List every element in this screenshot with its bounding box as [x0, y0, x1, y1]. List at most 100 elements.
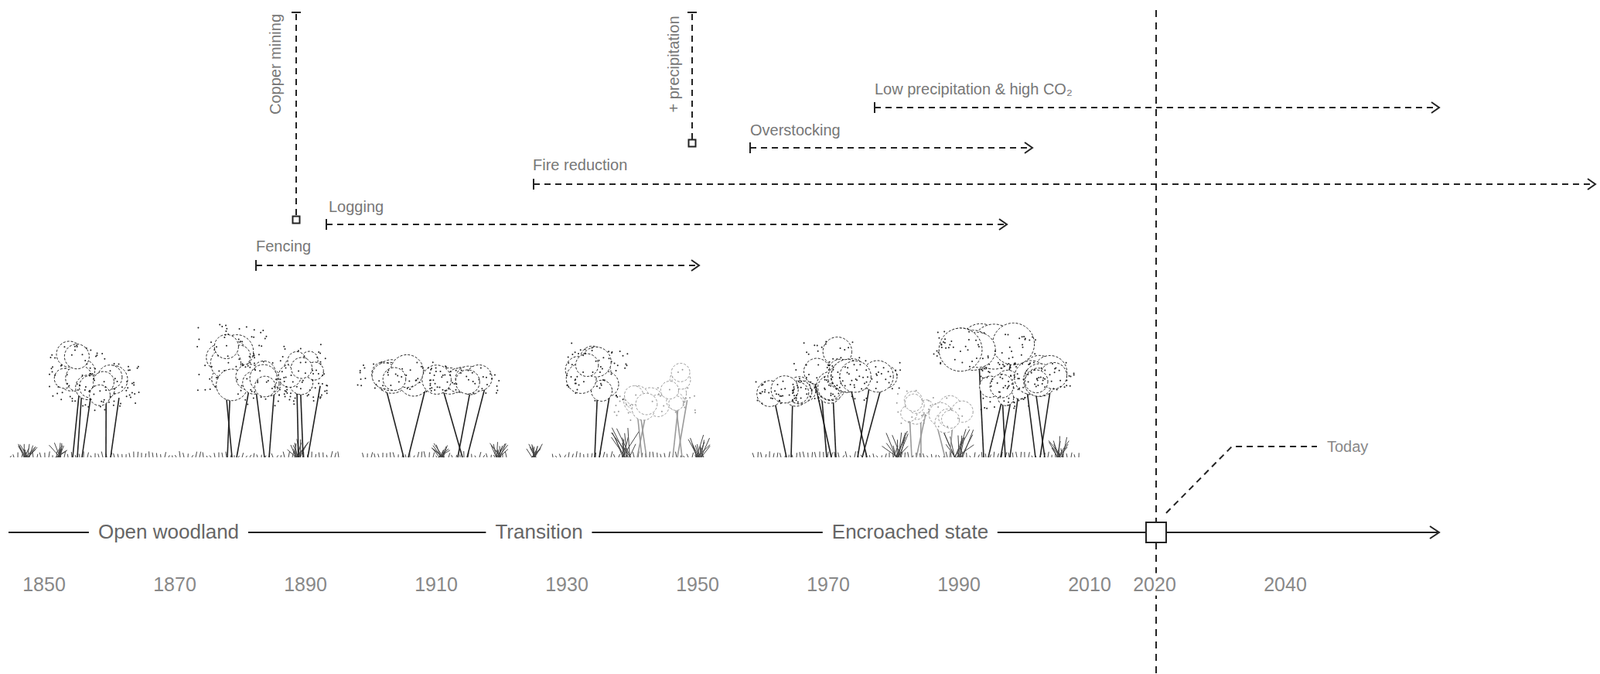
grass-stroke — [322, 452, 324, 458]
event-label: Copper mining — [266, 13, 285, 115]
driver-label: Overstocking — [750, 121, 841, 140]
grass-stroke — [78, 453, 81, 458]
tree — [565, 341, 628, 458]
grass-stroke — [283, 451, 285, 458]
grass-stroke — [90, 455, 93, 458]
grass-stroke — [788, 454, 790, 458]
grass-stroke — [413, 455, 415, 458]
grass-stroke — [421, 451, 424, 458]
tree — [755, 375, 821, 458]
shrub — [943, 428, 974, 458]
shrub — [18, 443, 38, 458]
grass-stroke — [101, 451, 103, 458]
grass-stroke — [769, 450, 771, 458]
grass-stroke — [253, 453, 256, 458]
grass-stroke — [191, 454, 194, 458]
shrub — [688, 434, 710, 458]
year-label: 1890 — [274, 573, 337, 596]
driver-start — [255, 259, 257, 271]
grass-stroke — [315, 453, 317, 458]
grass-stroke — [183, 452, 185, 458]
grass-stroke — [854, 450, 856, 458]
grass-stroke — [378, 453, 379, 458]
tree — [278, 343, 328, 458]
grass-stroke — [993, 451, 996, 458]
driver-label: Low precipitation & high CO₂ — [874, 80, 1073, 99]
grass-stroke — [819, 450, 821, 458]
grass-stroke — [1066, 453, 1068, 458]
grass-stroke — [796, 452, 799, 458]
shrub — [610, 427, 639, 458]
grass-stroke — [1028, 451, 1030, 458]
shrub — [431, 443, 451, 458]
phase-label: Open woodland — [88, 520, 249, 544]
grass-stroke — [583, 453, 584, 458]
grass-stroke — [555, 455, 557, 458]
grass-stroke — [1023, 451, 1025, 458]
year-label: 1990 — [927, 573, 990, 596]
grass-stroke — [849, 455, 852, 458]
grass-stroke — [126, 453, 127, 458]
grass-stroke — [95, 453, 96, 458]
grass-stroke — [48, 450, 50, 458]
grass-stroke — [664, 452, 666, 458]
grass-stroke — [479, 451, 482, 458]
grass-stroke — [1074, 453, 1076, 458]
grass-stroke — [133, 451, 134, 458]
grass-stroke — [1051, 454, 1053, 458]
grass-stroke — [568, 451, 570, 458]
grass-stroke — [168, 454, 170, 458]
grass-stroke — [171, 455, 173, 458]
grass-stroke — [474, 455, 476, 458]
grass-stroke — [822, 451, 824, 458]
grass-stroke — [978, 454, 980, 458]
driver-line — [533, 183, 1594, 185]
grass-stroke — [398, 453, 400, 458]
grass-stroke — [1016, 451, 1017, 458]
grass-stroke — [552, 453, 554, 458]
event-cap — [687, 11, 697, 14]
grass-stroke — [44, 452, 45, 458]
grass-stroke — [334, 452, 336, 458]
grass-stroke — [206, 455, 208, 458]
driver-bars — [8, 10, 1596, 674]
tree — [657, 362, 696, 458]
grass-stroke — [233, 454, 235, 458]
grass-stroke — [610, 450, 613, 458]
grass-stroke — [423, 450, 426, 458]
grass-stroke — [392, 451, 395, 458]
grass-stroke — [606, 453, 608, 458]
driver-label: Fire reduction — [532, 156, 628, 174]
grass-stroke — [71, 451, 73, 458]
grass-stroke — [214, 452, 215, 458]
grass-stroke — [985, 453, 987, 458]
tree — [792, 337, 868, 458]
grass-stroke — [271, 453, 273, 458]
grass-stroke — [433, 452, 435, 458]
grass-stroke — [148, 450, 150, 458]
grass-stroke — [969, 455, 971, 458]
driver-line — [874, 106, 1437, 109]
driver-line — [750, 146, 1031, 149]
grass-stroke — [559, 453, 561, 458]
grass-stroke — [873, 453, 874, 458]
grass-stroke — [318, 452, 321, 458]
year-label: 1850 — [13, 573, 76, 596]
event-line — [295, 13, 297, 216]
grass-stroke — [1071, 452, 1072, 458]
grass-stroke — [37, 453, 39, 458]
grass-stroke — [362, 452, 364, 458]
grass-stroke — [261, 454, 263, 458]
grass-stroke — [389, 451, 392, 458]
event-line — [691, 13, 693, 140]
grass-stroke — [757, 451, 759, 458]
grass-stroke — [1047, 451, 1049, 458]
grass-stroke — [417, 451, 420, 458]
grass-stroke — [129, 452, 130, 458]
grass-stroke — [276, 454, 279, 458]
grass-stroke — [981, 451, 983, 458]
driver-line — [326, 223, 1005, 226]
grass-stroke — [889, 452, 891, 458]
grass-stroke — [160, 453, 161, 458]
